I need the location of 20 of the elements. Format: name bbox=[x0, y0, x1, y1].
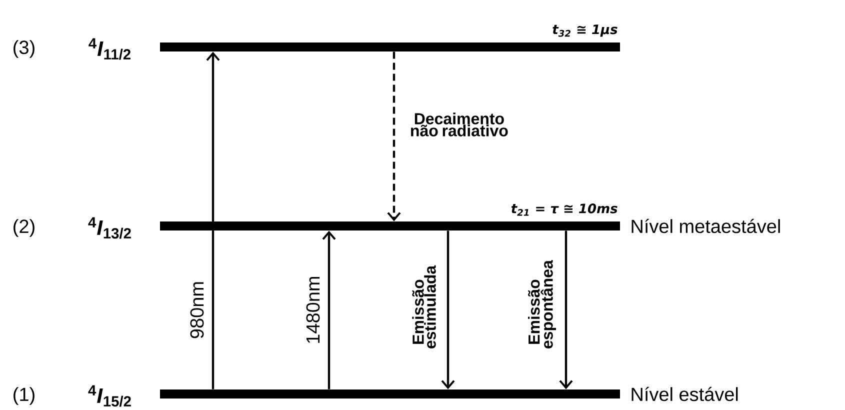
level-name: Nível estável bbox=[632, 386, 738, 402]
edge-label: Emissão espontânea bbox=[528, 260, 556, 348]
level-number: (1) bbox=[14, 387, 34, 405]
lifetime-label: t$_{32}$ ≅ 1μs bbox=[552, 24, 618, 37]
arrow bbox=[322, 230, 336, 390]
level-name: Nível metaestável bbox=[632, 218, 780, 234]
level-number: (3) bbox=[14, 40, 34, 58]
edge-label: 1480nm bbox=[306, 276, 320, 343]
term-symbol: $^{4}$I$_{15/2}$ bbox=[88, 385, 131, 407]
term-symbol: $^{4}$I$_{13/2}$ bbox=[88, 217, 131, 239]
edge-label: 980nm bbox=[190, 282, 204, 338]
edge-label: Decaimento não radiativo bbox=[411, 112, 508, 136]
arrow bbox=[206, 52, 220, 390]
arrow bbox=[559, 230, 573, 390]
term-symbol: $^{4}$I$_{11/2}$ bbox=[88, 38, 130, 60]
arrow bbox=[441, 230, 455, 390]
edge-label: Emissão estimulada bbox=[412, 265, 436, 348]
lifetime-label: t$_{21}$ = τ ≅ 10ms bbox=[511, 204, 618, 216]
level-number: (2) bbox=[14, 219, 34, 237]
arrow bbox=[387, 52, 401, 222]
